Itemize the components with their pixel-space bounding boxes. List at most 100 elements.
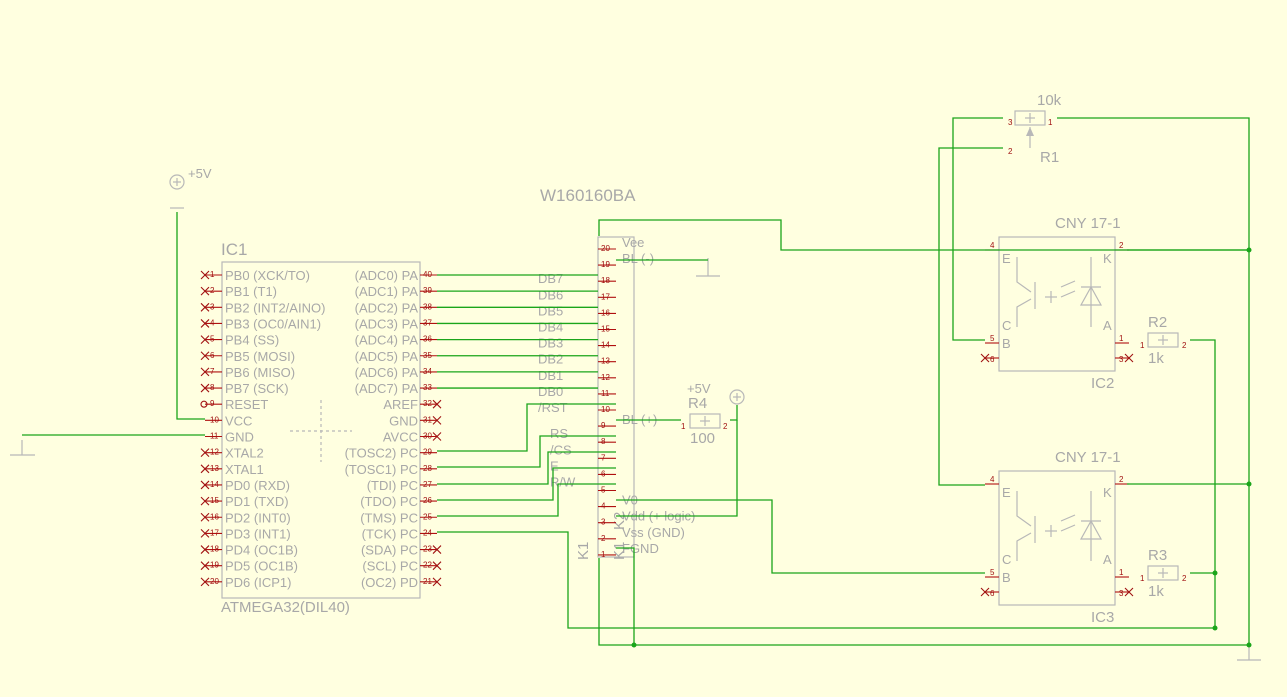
ic1-pin-number: 13 (210, 464, 219, 473)
no-connect-mark (200, 496, 210, 506)
lcd-pin-label: BL (-) (622, 251, 654, 266)
r4-supply-circle (729, 389, 745, 405)
ic1-pin-label: PB7 (SCK) (225, 381, 289, 396)
light-arrow-icon (1060, 280, 1076, 288)
light-arrow-icon (1060, 524, 1076, 532)
pin-label: E (1002, 251, 1011, 266)
pin-label: A (1103, 552, 1112, 567)
lcd-pin-number: 19 (601, 260, 610, 269)
reset-pin-circle (200, 400, 208, 408)
lcd-ref-k1: K1 (575, 542, 592, 560)
ic1-pin-label: PD6 (ICP1) (225, 575, 291, 590)
ic1-pin-label: VCC (225, 413, 252, 428)
ic1-pin-number: 23 (423, 545, 432, 554)
no-connect-mark (1124, 353, 1134, 363)
no-connect-mark (432, 577, 442, 587)
ic1-pin-number: 22 (423, 561, 432, 570)
ic1-pin-number: 32 (423, 399, 432, 408)
pin-label: E (1002, 485, 1011, 500)
lcd-pin-label: DB3 (538, 336, 563, 351)
resistor-r3[interactable]: R3 1k 1 2 (1140, 547, 1187, 600)
resistor-r2[interactable]: R2 1k 1 2 (1140, 314, 1187, 367)
lcd-name: W160160BA (540, 186, 636, 205)
lcd-pin-label: DB1 (538, 368, 563, 383)
lcd-pin-label: Vss (GND) (622, 525, 685, 540)
ic1-pin-number: 26 (423, 496, 432, 505)
junction (1246, 247, 1252, 253)
pin-number: 6 (990, 355, 995, 364)
ic1-pin-number: 33 (423, 383, 432, 392)
ic1-pin-label: (ADC7) PA (355, 381, 419, 396)
ic1-pin-label: AVCC (383, 430, 418, 445)
ic1-pin-number: 36 (423, 335, 432, 344)
pin-number: 5 (990, 568, 995, 577)
pin-number: 3 (1119, 355, 1124, 364)
pin-number: 4 (990, 475, 995, 484)
ic1-pin-label: (SCL) PC (362, 559, 418, 574)
wire-r1-pin2 (938, 147, 1003, 486)
pin-label: B (1002, 570, 1011, 585)
lcd-body (597, 236, 635, 558)
no-connect-mark (200, 480, 210, 490)
no-connect-mark (200, 367, 210, 377)
no-connect-mark (1124, 587, 1134, 597)
r4-body (689, 413, 721, 429)
pin-number: 1 (1119, 334, 1124, 343)
light-arrow-icon (1060, 514, 1076, 522)
lcd-pin-number: 10 (601, 405, 610, 414)
lcd-pin-number: 13 (601, 357, 610, 366)
ic1-pin-number: 29 (423, 448, 432, 457)
ic1-pin-label: (TOSC1) PC (345, 462, 418, 477)
ic1-name: IC1 (221, 240, 247, 259)
ic1-pin-label: (TDO) PC (360, 494, 418, 509)
lcd-pin-number: 3 (601, 518, 606, 527)
ic3-name: IC3 (1091, 609, 1114, 626)
ic1-pin-number: 25 (423, 512, 432, 521)
pin-number: 2 (1119, 241, 1124, 250)
no-connect-mark (200, 512, 210, 522)
led-diode-icon (1079, 285, 1103, 306)
ic1-pin-label: GND (225, 430, 254, 445)
no-connect-mark (200, 448, 210, 458)
pin-label: K (1103, 485, 1112, 500)
lcd-pin-number: 11 (601, 389, 610, 398)
r1-pin3: 3 (1008, 118, 1013, 127)
lcd-pin-number: 1 (601, 550, 606, 559)
ic1-pin-label: PD1 (TXD) (225, 494, 289, 509)
ic1-pin-label: (ADC6) PA (355, 365, 419, 380)
wire-r1-pin1 (1057, 117, 1250, 645)
lcd-pin-label: R/W (550, 475, 576, 490)
resistor-r4[interactable]: R4 100 1 2 (681, 395, 728, 447)
ground-symbol-lcd (696, 258, 720, 277)
wire-vdd (616, 420, 738, 517)
no-connect-mark (432, 415, 442, 425)
ic1-pin-number: 1 (210, 270, 215, 279)
no-connect-mark (200, 529, 210, 538)
potentiometer-r1[interactable]: 10k R1 3 2 1 (1008, 92, 1062, 166)
no-connect-mark (200, 335, 210, 344)
wire-rs (437, 435, 616, 468)
lcd-pin-number: 14 (601, 341, 610, 350)
ic1-pin-number: 8 (210, 383, 215, 392)
ic1-pin-number: 39 (423, 286, 432, 295)
lcd-pin-number: 7 (601, 453, 606, 462)
lcd-pin-label: E (550, 458, 559, 473)
no-connect-mark (200, 464, 210, 474)
r1-wiper-arrow (1026, 127, 1034, 136)
r4-supply-symbol[interactable]: +5V (687, 381, 745, 405)
led-diode-icon (1079, 519, 1103, 540)
ic1-pin-number: 2 (210, 286, 215, 295)
ic1-pin-label: PD4 (OC1B) (225, 543, 298, 558)
transistor-collector (1016, 298, 1032, 327)
r2-pin2: 2 (1182, 341, 1187, 350)
pin-number: 6 (990, 589, 995, 598)
ic1-pin-label: (ADC3) PA (355, 316, 419, 331)
vcc-supply-symbol[interactable]: +5V (169, 166, 212, 209)
